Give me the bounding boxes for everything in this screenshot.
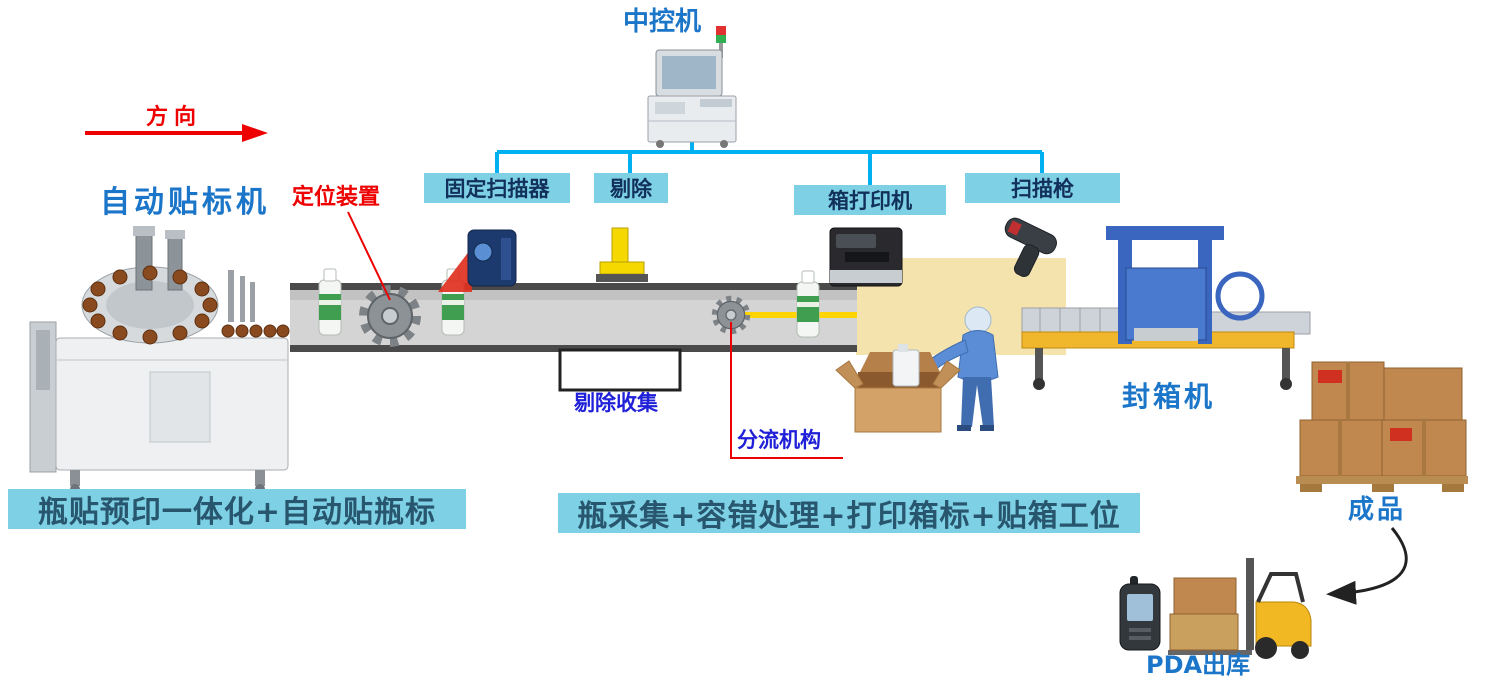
diverter-label: 分流机构 (737, 428, 821, 452)
fixed-scanner-device (438, 229, 517, 292)
box-sealer-label: 封箱机 (1122, 380, 1216, 413)
to-forklift-arrow (1326, 527, 1408, 605)
central-control-machine (647, 26, 737, 148)
forklift (1168, 558, 1312, 659)
direction-label: 方向 (146, 105, 203, 130)
finished-goods-label: 成品 (1348, 495, 1407, 525)
stage-right-bar: 瓶采集+容错处理+打印箱标+贴箱工位 (558, 493, 1140, 534)
fixed-scanner-tag: 固定扫描器 (424, 173, 570, 203)
auto-labeler-label: 自动贴标机 (100, 185, 270, 220)
box-printer-tag: 箱打印机 (794, 185, 946, 215)
auto-labeling-machine (29, 226, 290, 494)
central-control-label: 中控机 (622, 7, 701, 37)
reject-collection-bin (558, 348, 682, 392)
scan-gun-device (1004, 217, 1057, 277)
box-sealing-machine (1021, 226, 1311, 390)
positioning-device-label: 定位装置 (292, 185, 381, 210)
box-printer-device (829, 227, 903, 287)
reject-collection-label: 剔除收集 (574, 391, 658, 415)
bottle-on-belt (318, 268, 342, 336)
stage-left-bar: 瓶贴预印一体化+自动贴瓶标 (8, 489, 466, 530)
reject-tag: 剔除 (594, 173, 668, 203)
pda-device (1119, 576, 1161, 651)
positioning-pointer-line (347, 211, 391, 301)
amber-bottles (82, 265, 290, 345)
diverter-pointer-line (730, 322, 843, 459)
reject-pusher (596, 227, 648, 282)
finished-goods-pallet (1296, 361, 1468, 492)
direction-arrow (85, 124, 268, 142)
bottle-on-belt (796, 270, 820, 338)
scan-gun-tag: 扫描枪 (965, 173, 1120, 203)
open-carton-box (835, 344, 961, 433)
pda-outbound-label: PDA出库 (1146, 651, 1251, 679)
control-connector-lines (495, 140, 1044, 185)
transfer-line (731, 312, 857, 318)
